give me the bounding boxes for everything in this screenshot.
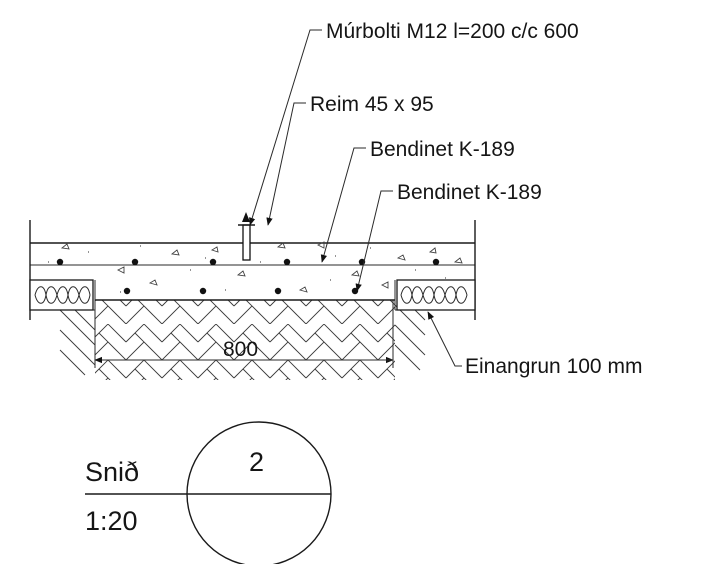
section-marker (85, 421, 332, 564)
section-scale: 1:20 (85, 506, 138, 536)
callout-timber-batten: Reim 45 x 95 (310, 93, 434, 116)
callout-insulation: Einangrun 100 mm (465, 355, 642, 378)
ground-hatch (59, 299, 426, 380)
dimension-label: 800 (223, 338, 258, 361)
callout-mesh-top: Bendinet K-189 (370, 138, 515, 161)
callout-mesh-bottom: Bendinet K-189 (397, 181, 542, 204)
dimension-line (94, 300, 394, 368)
callout-anchor-bolt: Múrbolti M12 l=200 c/c 600 (326, 20, 579, 43)
anchor-bolt (238, 212, 255, 261)
insulation-left (29, 279, 94, 311)
section-number: 2 (249, 447, 264, 477)
rebar-mesh-bottom (123, 287, 359, 295)
section-title: Snið (85, 457, 139, 487)
insulation-right (396, 279, 476, 311)
rebar-mesh-top (56, 258, 440, 266)
leader-lines (249, 29, 462, 367)
